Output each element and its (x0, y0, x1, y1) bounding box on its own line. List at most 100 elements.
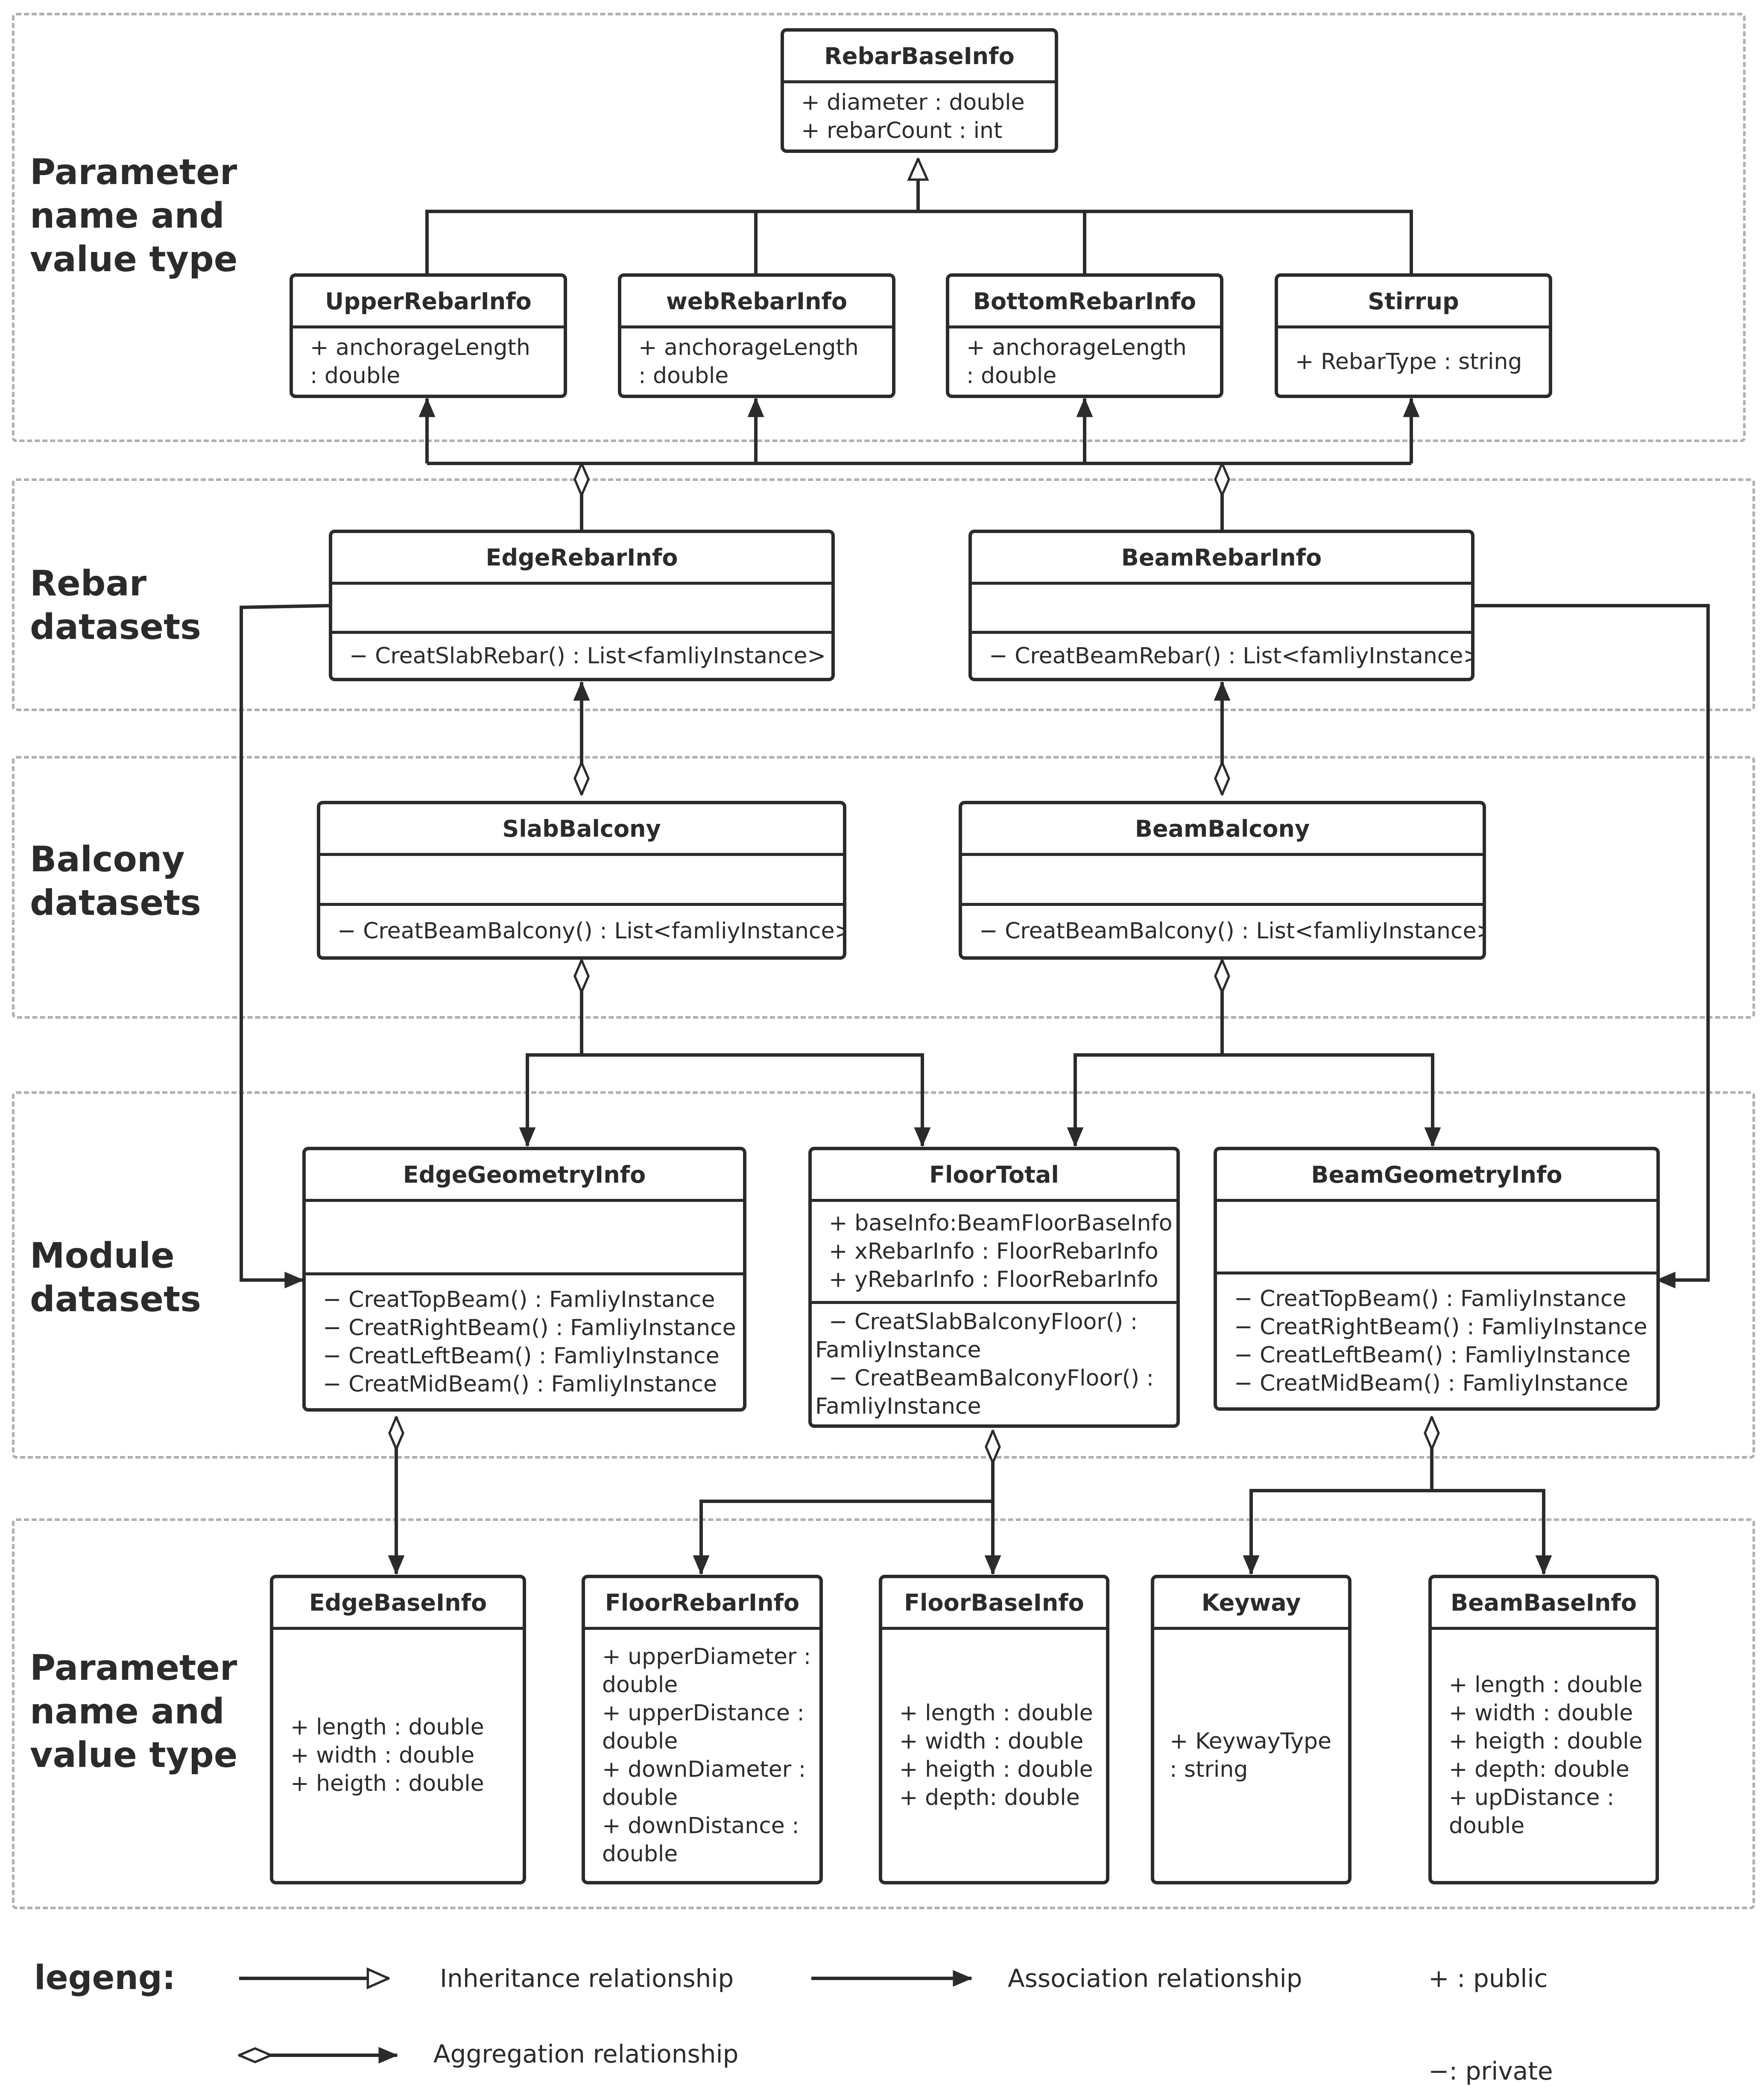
operation: − CreatBeamBalconyFloor() : (829, 1365, 1154, 1391)
operation: − CreatTopBeam() : FamliyInstance (323, 1286, 715, 1313)
operation: − CreatMidBeam() : FamliyInstance (323, 1371, 717, 1397)
class-operations: − CreatBeamBalcony() : List<famliyInstan… (962, 903, 1483, 956)
operation: − CreatMidBeam() : FamliyInstance (1234, 1370, 1629, 1396)
group-parameter-top (12, 13, 1746, 442)
class-beambaseinfo[interactable]: BeamBaseInfo + length : double + width :… (1428, 1575, 1659, 1884)
attribute: + upperDiameter : (602, 1644, 811, 1670)
attribute: double (1449, 1813, 1525, 1839)
operation: − CreatBeamBalcony() : List<famliyInstan… (979, 918, 1486, 944)
association-bus (519, 1053, 582, 1147)
class-slabbalcony[interactable]: SlabBalcony − CreatBeamBalcony() : List<… (317, 801, 846, 960)
class-webrebarinfo[interactable]: webRebarInfo + anchorageLength : double (618, 273, 895, 398)
class-name: FloorRebarInfo (585, 1578, 819, 1630)
attribute: + depth: double (899, 1785, 1080, 1811)
operation: − CreatSlabRebar() : List<famliyInstance… (349, 643, 826, 669)
class-attributes: + RebarType : string (1278, 328, 1549, 395)
class-attributes: + anchorageLength : double (621, 328, 892, 395)
association-edge (1474, 604, 1710, 1289)
attribute: + anchorageLength (310, 334, 530, 360)
class-operations: − CreatSlabBalconyFloor() : FamliyInstan… (812, 1301, 1176, 1424)
legend-association-label: Association relationship (1008, 1964, 1302, 1993)
class-attributes (972, 585, 1471, 631)
class-floorbaseinfo[interactable]: FloorBaseInfo + length : double + width … (879, 1575, 1109, 1884)
attribute: + depth: double (1449, 1757, 1629, 1782)
attribute: double (602, 1785, 678, 1811)
attribute: + baseInfo:BeamFloorBaseInfo (829, 1210, 1173, 1236)
class-name: FloorBaseInfo (882, 1578, 1106, 1630)
class-attributes: + diameter : double + rebarCount : int (784, 83, 1055, 149)
class-name: EdgeBaseInfo (273, 1578, 523, 1630)
attribute: + downDiameter : (602, 1757, 806, 1782)
attribute: + heigth : double (290, 1771, 484, 1796)
class-beambalcony[interactable]: BeamBalcony − CreatBeamBalcony() : List<… (959, 801, 1486, 960)
attribute: + anchorageLength (638, 334, 859, 360)
legend-aggregation-label: Aggregation relationship (433, 2039, 739, 2068)
operation: − CreatLeftBeam() : FamliyInstance (1234, 1342, 1631, 1368)
class-attributes: + length : double + width : double + hei… (1432, 1630, 1656, 1881)
class-floortotal[interactable]: FloorTotal + baseInfo:BeamFloorBaseInfo … (808, 1147, 1180, 1428)
class-rebarbaseinfo[interactable]: RebarBaseInfo + diameter : double + reba… (781, 28, 1058, 153)
attribute: double (602, 1841, 678, 1867)
class-attributes (962, 856, 1483, 903)
class-keyway[interactable]: Keyway + KeywayType : string (1151, 1575, 1352, 1884)
class-floorrebarinfo[interactable]: FloorRebarInfo + upperDiameter : double … (582, 1575, 823, 1884)
group-label-parameter-bottom: Parameter name and value type (30, 1648, 238, 1775)
attribute: + diameter : double (801, 89, 1025, 115)
class-name: UpperRebarInfo (293, 277, 564, 328)
group-balcony-datasets (12, 756, 1755, 1019)
attribute: + width : double (899, 1729, 1084, 1754)
class-attributes (320, 856, 843, 903)
attribute: + upperDistance : (602, 1700, 804, 1726)
operation: − CreatRightBeam() : FamliyInstance (323, 1315, 736, 1341)
association-bus (1067, 1053, 1222, 1147)
attribute: + anchorageLength (966, 334, 1187, 360)
class-name: BottomRebarInfo (949, 277, 1220, 328)
association-edge (1243, 1489, 1432, 1575)
class-operations: − CreatBeamBalcony() : List<famliyInstan… (320, 903, 843, 956)
legend-private-label: −: private (1428, 2057, 1553, 2086)
attribute: + downDistance : (602, 1813, 799, 1839)
class-operations: − CreatTopBeam() : FamliyInstance − Crea… (1217, 1272, 1656, 1407)
group-module-datasets (12, 1091, 1755, 1459)
class-upperrebarinfo[interactable]: UpperRebarInfo + anchorageLength : doubl… (290, 273, 567, 398)
attribute: : double (638, 363, 729, 389)
attribute: double (602, 1729, 678, 1754)
class-attributes: + upperDiameter : double + upperDistance… (585, 1630, 819, 1881)
class-name: RebarBaseInfo (784, 32, 1055, 83)
class-operations: − CreatSlabRebar() : List<famliyInstance… (332, 631, 831, 678)
class-attributes (1217, 1202, 1656, 1272)
class-bottomrebarinfo[interactable]: BottomRebarInfo + anchorageLength : doub… (946, 273, 1223, 398)
class-edgebaseinfo[interactable]: EdgeBaseInfo + length : double + width :… (270, 1575, 526, 1884)
group-rebar-datasets (12, 478, 1755, 711)
operation: − CreatBeamRebar() : List<famliyInstance… (989, 643, 1474, 669)
class-attributes: + anchorageLength : double (949, 328, 1220, 395)
legend-public-label: + : public (1428, 1964, 1548, 1993)
class-name: BeamRebarInfo (972, 533, 1471, 585)
class-edgegeometryinfo[interactable]: EdgeGeometryInfo − CreatTopBeam() : Faml… (302, 1147, 746, 1412)
attribute: + heigth : double (899, 1757, 1093, 1782)
class-name: BeamBaseInfo (1432, 1578, 1656, 1630)
group-label-parameter-top: Parameter name and value type (30, 152, 238, 280)
class-attributes: + length : double + width : double + hei… (882, 1630, 1106, 1881)
operation: − CreatBeamBalcony() : List<famliyInstan… (337, 918, 846, 944)
attribute: + xRebarInfo : FloorRebarInfo (829, 1239, 1158, 1264)
attribute: + length : double (899, 1700, 1093, 1726)
group-label-balcony: Balcony datasets (30, 839, 201, 923)
attribute: + heigth : double (1449, 1729, 1643, 1754)
class-edgerebarinfo[interactable]: EdgeRebarInfo − CreatSlabRebar() : List<… (329, 530, 835, 681)
association-edge (1432, 1489, 1552, 1575)
attribute: double (602, 1672, 678, 1698)
attribute: + upDistance : (1449, 1785, 1615, 1811)
class-stirrup[interactable]: Stirrup + RebarType : string (1275, 273, 1552, 398)
attribute: + length : double (290, 1714, 484, 1740)
group-label-rebar: Rebar datasets (30, 563, 201, 647)
class-beamrebarinfo[interactable]: BeamRebarInfo − CreatBeamRebar() : List<… (968, 530, 1474, 681)
operation: FamliyInstance (815, 1337, 981, 1363)
attribute: + KeywayType (1170, 1729, 1331, 1754)
class-operations: − CreatTopBeam() : FamliyInstance − Crea… (306, 1272, 743, 1408)
class-attributes: + KeywayType : string (1154, 1630, 1348, 1881)
association-bus (1222, 1053, 1441, 1147)
class-beamgeometryinfo[interactable]: BeamGeometryInfo − CreatTopBeam() : Faml… (1214, 1147, 1660, 1411)
class-name: EdgeGeometryInfo (306, 1150, 743, 1202)
